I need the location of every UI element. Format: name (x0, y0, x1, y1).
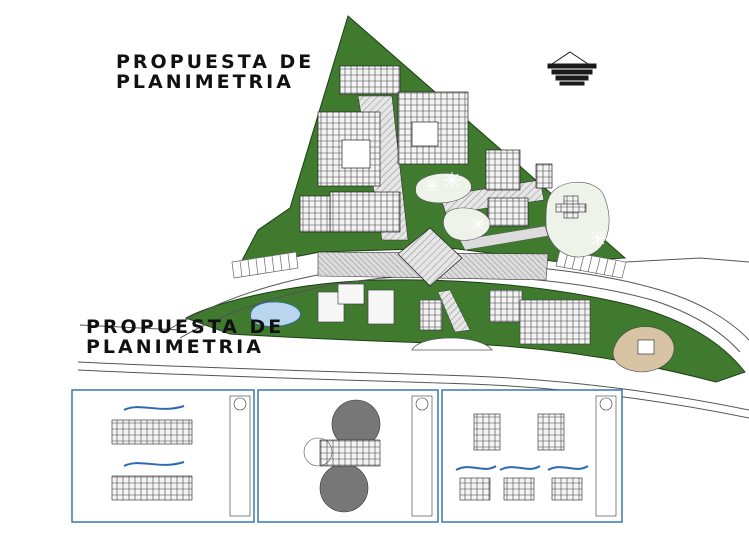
plan-subtitle: PROPUESTA DE PLANIMETRIA (86, 317, 284, 357)
building-block-north (299, 65, 553, 233)
drawing-sheet-3 (441, 389, 623, 523)
north-compass-icon (547, 51, 597, 86)
plan-subtitle-line-2: PLANIMETRIA (86, 336, 264, 358)
parking-left (231, 251, 299, 279)
drawing-sheet-1 (71, 389, 255, 523)
plan-title-line-2: PLANIMETRIA (116, 71, 294, 93)
central-diamond (397, 227, 463, 287)
plan-title: PROPUESTA DE PLANIMETRIA (116, 52, 314, 92)
garden-islands (415, 172, 610, 258)
drawing-sheet-2 (257, 389, 439, 523)
plan-subtitle-line-1: PROPUESTA DE (86, 316, 285, 338)
lagoon (250, 301, 301, 327)
tree-symbol-icon (425, 172, 606, 246)
roundabout (411, 337, 493, 351)
plan-title-line-1: PROPUESTA DE (116, 51, 315, 73)
building-block-south (317, 283, 591, 345)
pavilion-east (555, 195, 587, 219)
